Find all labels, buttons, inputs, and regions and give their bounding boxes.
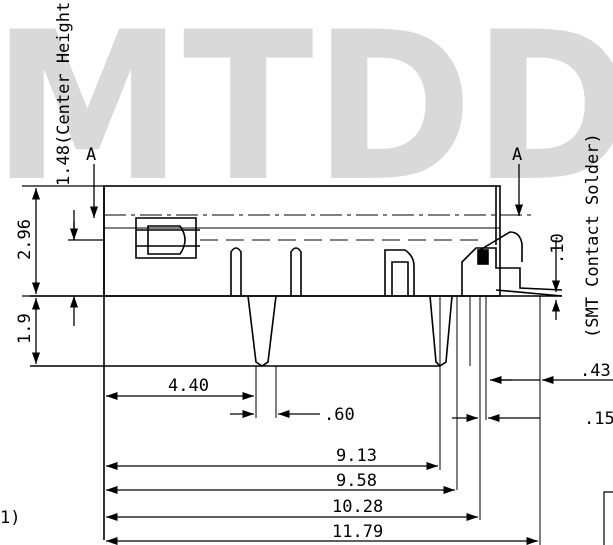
section-mark-right: A [512,145,522,165]
peg-left [230,247,242,296]
smt-terminal [461,247,563,296]
dim-9-13: 9.13 [336,446,377,466]
latch-feature [135,217,197,259]
watermark: MTDD [0,0,613,227]
dim-0-60: .60 [324,405,355,425]
dim-0-15: .15 [584,409,613,429]
peg-center [290,247,302,296]
horizontal-dimensions [106,375,613,545]
peg-right [384,249,415,296]
smt-contact-label: (SMT Contact Solder) [583,133,603,338]
dim-0-43: .43 [580,361,611,381]
contact-leg-right [429,295,453,368]
section-mark-left: A [86,145,96,165]
dim-9-58: 9.58 [336,471,377,491]
center-height-label: 1.48(Center Height) [54,0,74,186]
dim-4-40: 4.40 [168,376,209,396]
dim-2-96: 2.96 [15,219,35,260]
dim-0-10: .10 [548,233,568,264]
left-dimensions [22,164,561,364]
edge-fragment-text: 1) [0,508,20,528]
dim-10-28: 10.28 [332,497,383,517]
dim-1-9: 1.9 [15,313,35,344]
watermark-text: MTDD [0,0,613,227]
contact-leg-left [247,295,277,367]
pcb-section [30,295,562,545]
dim-11-79: 11.79 [332,522,383,542]
title-block-corner [603,491,613,545]
